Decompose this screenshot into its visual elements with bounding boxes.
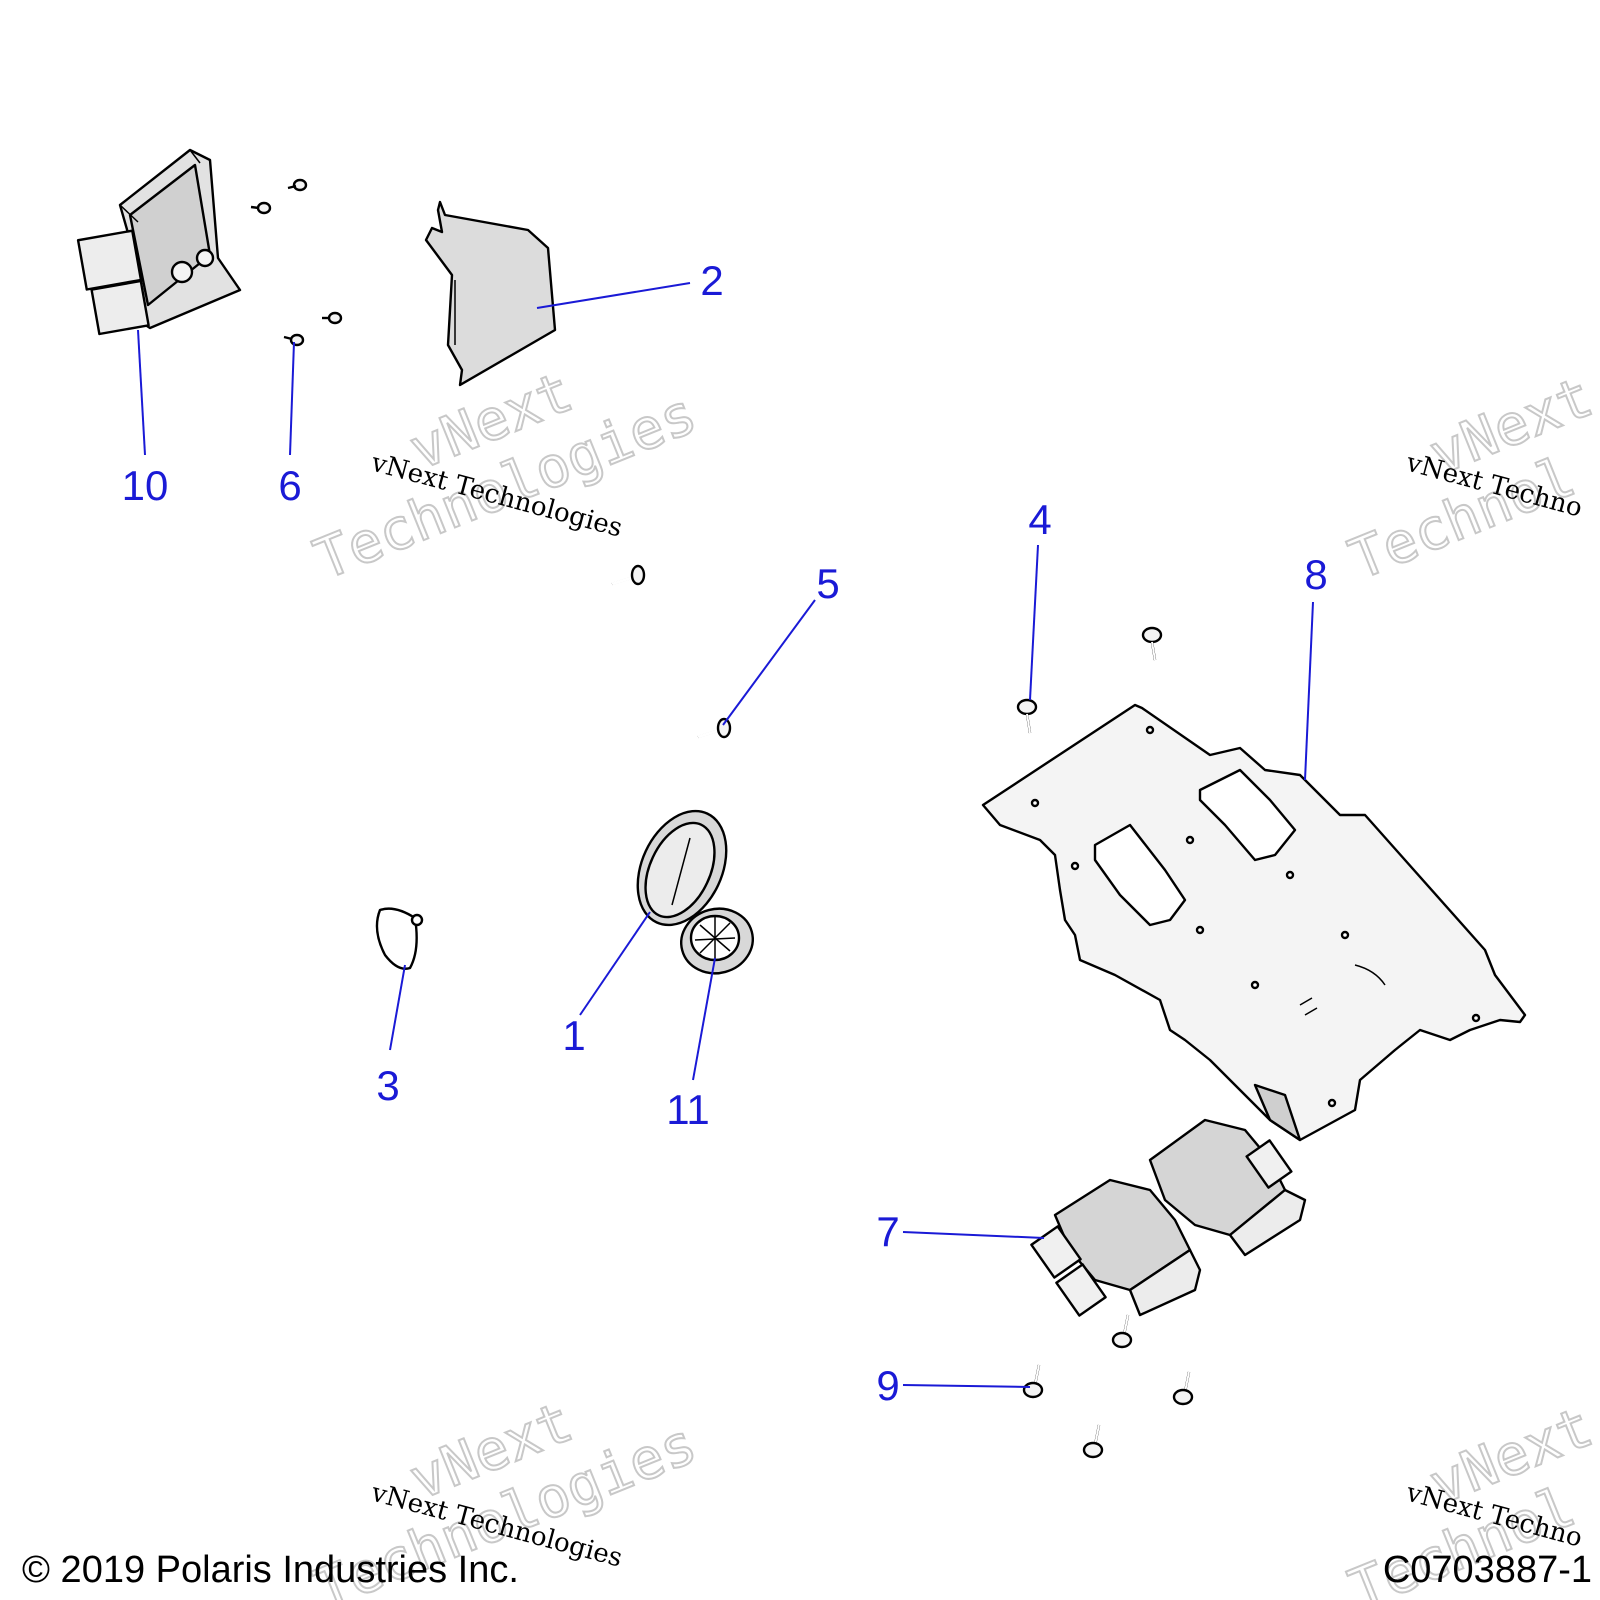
callout-labels: 10 6 2 5 4 8 1 11 3 7 9 [122, 257, 1328, 1409]
watermark-top-right: vNext Technol vNext Techno [1340, 364, 1600, 594]
part-relay-module[interactable] [1030, 1118, 1307, 1317]
part-mounting-plate[interactable] [981, 703, 1527, 1142]
leader-8 [1304, 601, 1314, 781]
bolt[interactable] [697, 717, 732, 739]
leader-lines [137, 282, 1314, 1388]
bolt[interactable] [1016, 698, 1038, 734]
callout-8: 8 [1304, 551, 1327, 598]
leader-3 [389, 964, 406, 1051]
callout-4: 4 [1028, 496, 1051, 543]
part-bolt[interactable] [611, 564, 732, 739]
part-slit-grommet[interactable] [674, 901, 760, 981]
copyright-notice: © 2019 Polaris Industries Inc. [22, 1549, 519, 1591]
part-cable-tie[interactable] [375, 907, 424, 970]
callout-5: 5 [816, 560, 839, 607]
leader-5 [722, 599, 816, 726]
screw[interactable] [322, 311, 343, 325]
callout-2: 2 [700, 257, 723, 304]
diagram-id: C0703887-1 [1383, 1549, 1592, 1591]
relay-module-upper[interactable] [1148, 1118, 1307, 1257]
bolt[interactable] [611, 564, 646, 586]
part-bolt-vertical[interactable] [1016, 626, 1163, 734]
relay-module-lower[interactable] [1030, 1178, 1202, 1317]
watermark-top-left: vNext Technologies vNext Technologies [305, 359, 706, 594]
leader-6 [289, 341, 295, 456]
screw[interactable] [250, 201, 272, 215]
leader-2 [536, 282, 691, 309]
leader-7 [902, 1231, 1045, 1239]
bolt[interactable] [1141, 626, 1163, 661]
callout-9: 9 [876, 1362, 899, 1409]
callout-1: 1 [562, 1012, 585, 1059]
callout-7: 7 [876, 1208, 899, 1255]
screw[interactable] [287, 178, 308, 192]
screw[interactable] [1172, 1371, 1194, 1406]
part-screw[interactable] [1022, 1314, 1194, 1459]
leader-1 [579, 911, 651, 1016]
part-grommet[interactable] [620, 797, 743, 940]
leader-4 [1029, 544, 1039, 701]
part-ecu-module[interactable] [76, 148, 242, 336]
callout-3: 3 [376, 1062, 399, 1109]
leader-10 [137, 329, 146, 456]
callout-6: 6 [278, 462, 301, 509]
screw[interactable] [1022, 1364, 1044, 1399]
callout-10: 10 [122, 462, 169, 509]
screw[interactable] [1111, 1314, 1133, 1349]
screw[interactable] [1082, 1424, 1104, 1459]
part-cover-bracket[interactable] [424, 200, 557, 387]
callout-11: 11 [666, 1086, 710, 1133]
part-screw-small[interactable] [250, 178, 343, 347]
leader-11 [692, 957, 716, 1081]
leader-9 [902, 1384, 1031, 1388]
